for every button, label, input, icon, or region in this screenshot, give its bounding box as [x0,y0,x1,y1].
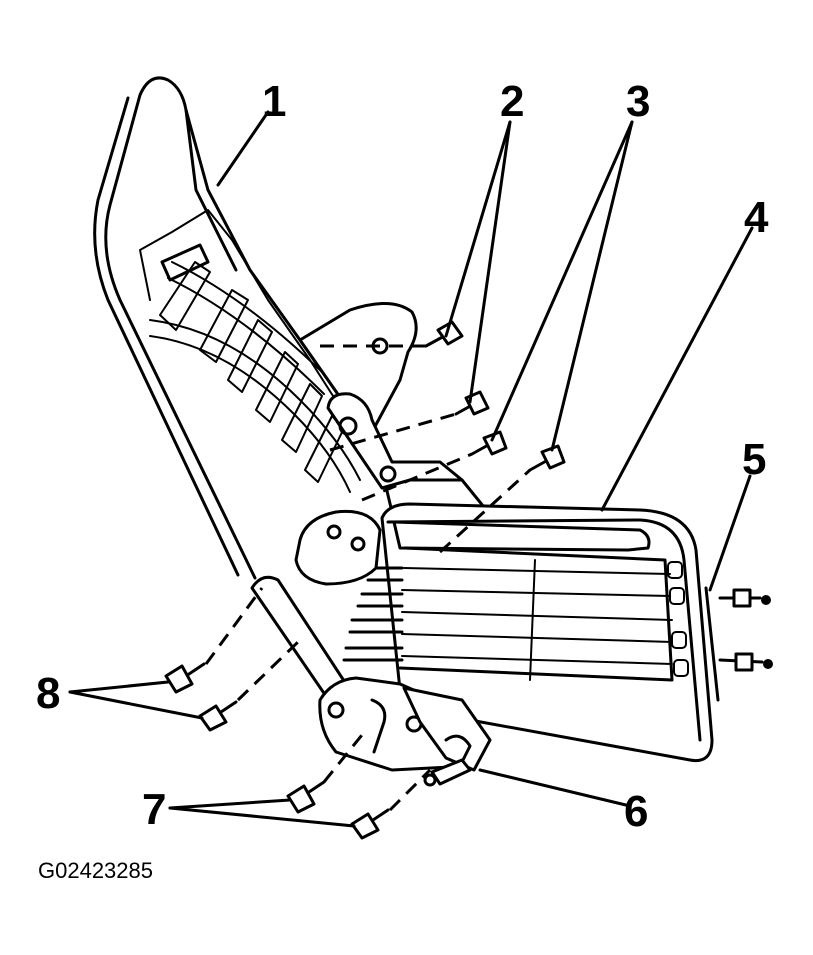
callout-6: 6 [624,787,648,836]
seat-cushion-frame [342,502,714,763]
recliner-hinge [250,509,492,787]
figure-id: G02423285 [38,858,153,883]
fasteners [164,320,773,840]
callout-7: 7 [142,785,166,834]
callout-1: 1 [262,77,286,126]
callout-labels: 1 2 3 4 5 6 7 8 [36,77,769,836]
callout-2: 2 [500,77,524,126]
alignment-lines [204,344,532,812]
callout-5: 5 [742,435,766,484]
callout-8: 8 [36,669,60,718]
callout-4: 4 [744,193,769,242]
callout-3: 3 [626,77,650,126]
seat-back-frame [93,76,490,580]
leader-lines [68,110,754,828]
